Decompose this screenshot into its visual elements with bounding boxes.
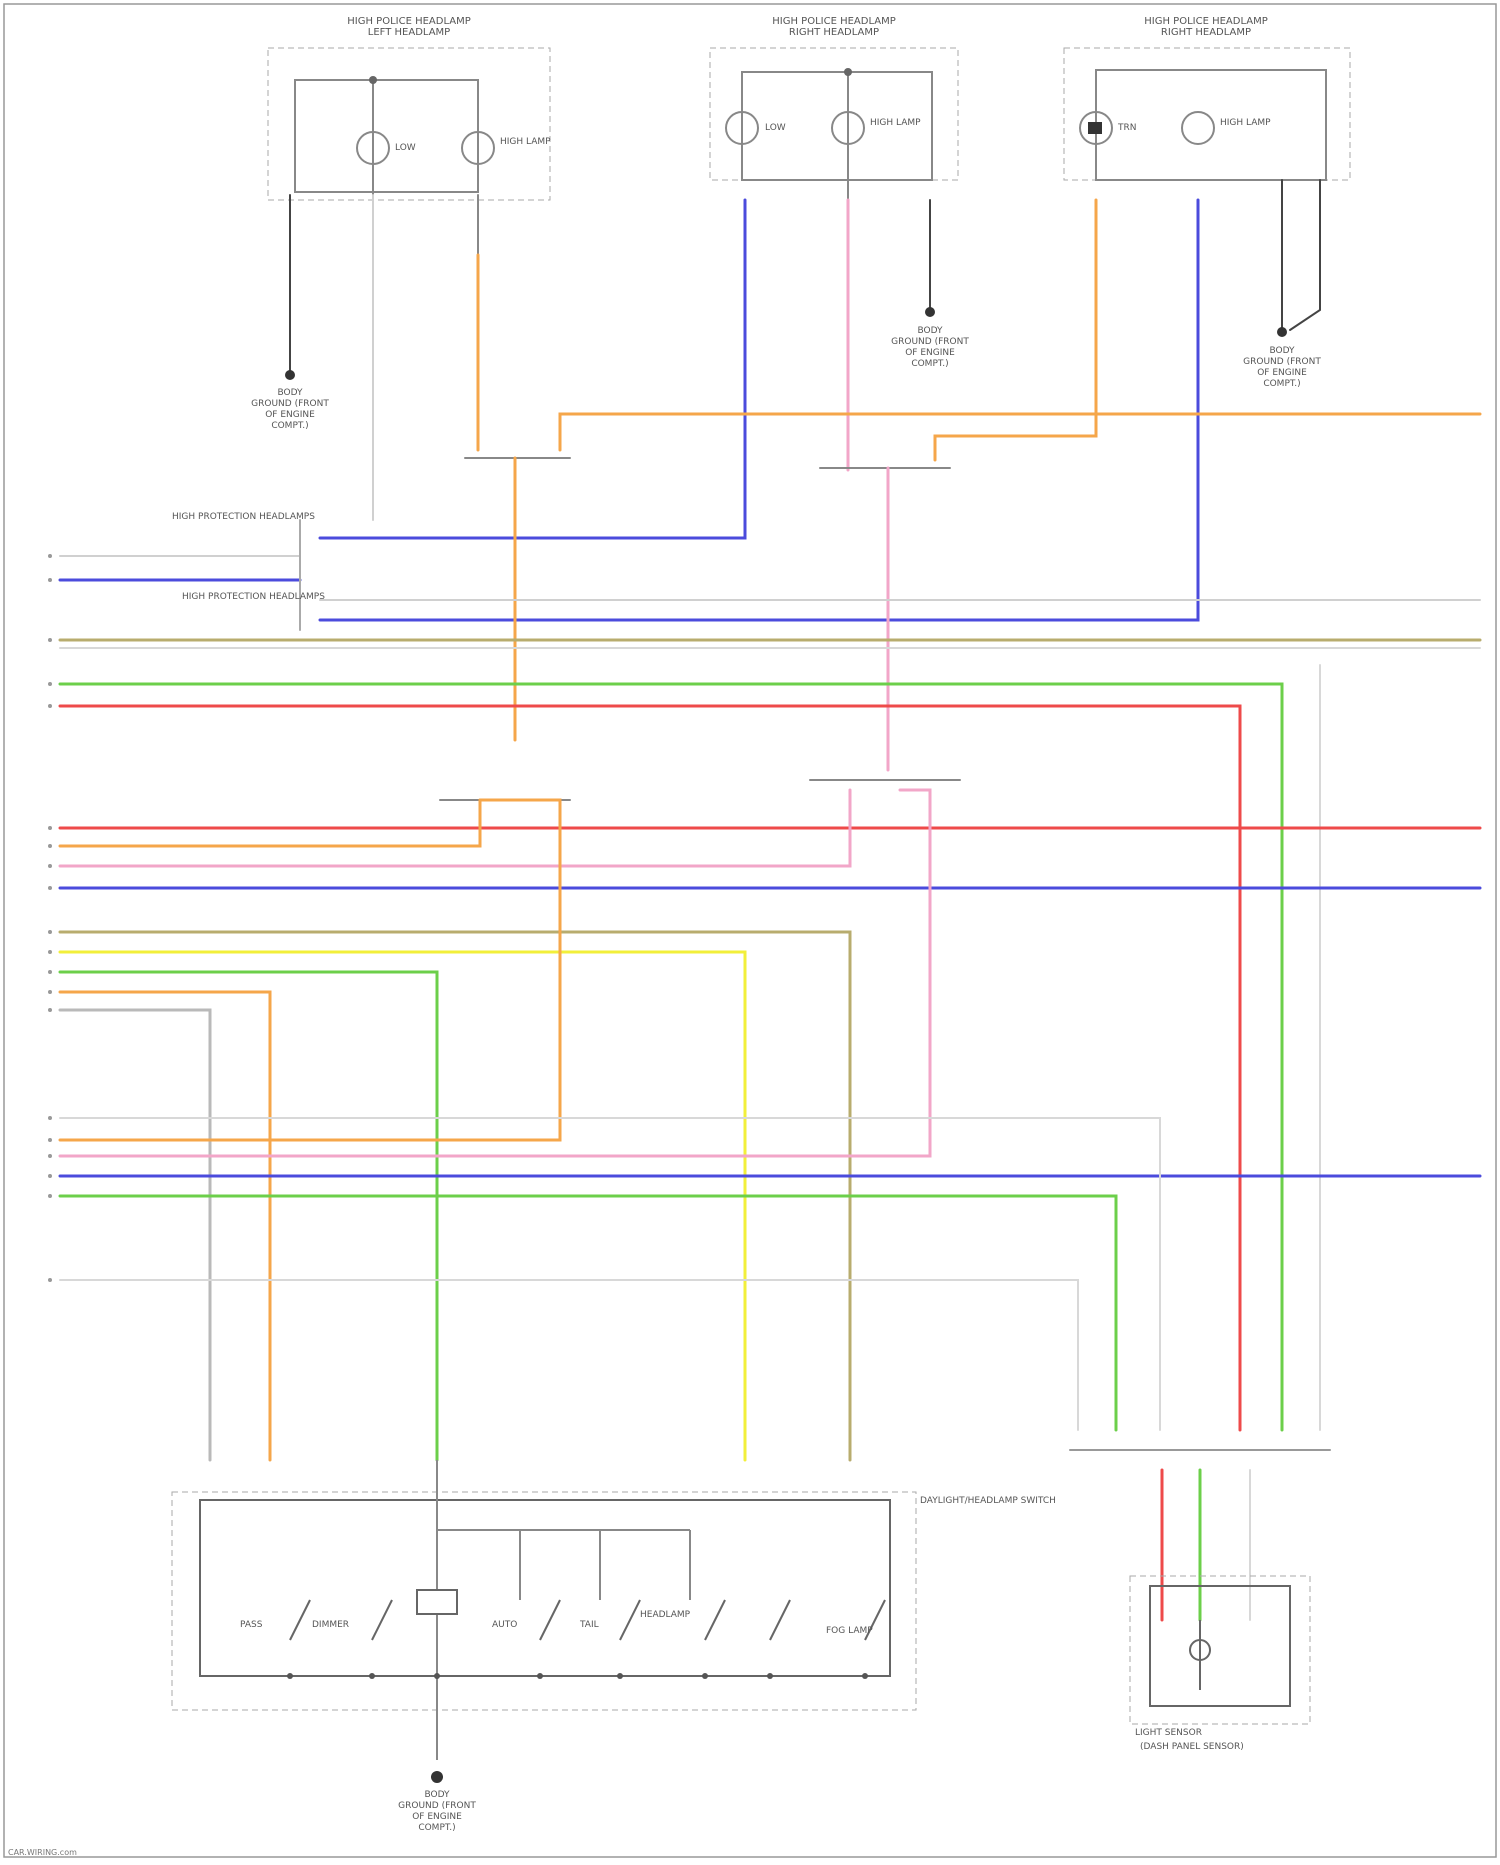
ground-text: OF ENGINE xyxy=(875,348,985,359)
ground-icon xyxy=(431,1771,443,1783)
ground-text: BODY xyxy=(382,1790,492,1801)
headlamp-left xyxy=(268,48,550,200)
headlamp-right xyxy=(1064,48,1350,180)
ground-text: OF ENGINE xyxy=(1227,368,1337,379)
ground-text: BODY xyxy=(235,388,345,399)
ground-text: GROUND (FRONT xyxy=(382,1801,492,1812)
bulb-label: HIGH LAMP xyxy=(870,118,921,128)
headlamp-left-title: HIGH POLICE HEADLAMP LEFT HEADLAMP xyxy=(269,16,549,38)
ground-text: BODY xyxy=(875,326,985,337)
title-line: HIGH POLICE HEADLAMP xyxy=(694,16,974,27)
switch-position-label: DIMMER xyxy=(312,1620,349,1630)
ground-text: COMPT.) xyxy=(875,359,985,370)
ground-label: BODY GROUND (FRONT OF ENGINE COMPT.) xyxy=(235,388,345,432)
ground-icon xyxy=(1277,327,1287,337)
headlamp-middle-box xyxy=(710,48,958,180)
ground-icon xyxy=(925,307,935,317)
sensor-title: LIGHT SENSOR xyxy=(1135,1728,1202,1738)
dual-headlamp-label-left: HIGH PROTECTION HEADLAMPS xyxy=(172,512,315,522)
ground-text: OF ENGINE xyxy=(235,410,345,421)
ground-text: COMPT.) xyxy=(382,1823,492,1834)
ground-icon xyxy=(285,370,295,380)
headlamp-left-box xyxy=(268,48,550,200)
ground-text: GROUND (FRONT xyxy=(1227,357,1337,368)
ground-symbols xyxy=(285,307,1287,1783)
ground-label: BODY GROUND (FRONT OF ENGINE COMPT.) xyxy=(382,1790,492,1834)
headlamp-switch xyxy=(172,1460,916,1760)
switch-position-label: TAIL xyxy=(580,1620,599,1630)
ground-text: GROUND (FRONT xyxy=(875,337,985,348)
switch-title: DAYLIGHT/HEADLAMP SWITCH xyxy=(920,1496,1056,1506)
switch-position-label: HEADLAMP xyxy=(640,1610,690,1620)
switch-position-label: AUTO xyxy=(492,1620,517,1630)
sensor-subtitle: (DASH PANEL SENSOR) xyxy=(1140,1742,1244,1752)
ground-label: BODY GROUND (FRONT OF ENGINE COMPT.) xyxy=(875,326,985,370)
light-sensor xyxy=(1130,1576,1310,1724)
ground-text: BODY xyxy=(1227,346,1337,357)
dual-headlamp-label-right: HIGH PROTECTION HEADLAMPS xyxy=(182,592,325,602)
footer-credit: CAR.WIRING.com xyxy=(8,1848,77,1857)
ground-text: COMPT.) xyxy=(1227,379,1337,390)
switch-position-label: PASS xyxy=(240,1620,262,1630)
switch-box xyxy=(172,1492,916,1710)
title-line: HIGH POLICE HEADLAMP xyxy=(269,16,549,27)
ground-text: GROUND (FRONT xyxy=(235,399,345,410)
bulb-label: LOW xyxy=(395,143,416,153)
title-line: RIGHT HEADLAMP xyxy=(1066,27,1346,38)
bulb-label: HIGH LAMP xyxy=(500,137,551,147)
headlamp-right-title: HIGH POLICE HEADLAMP RIGHT HEADLAMP xyxy=(1066,16,1346,38)
sensor-box xyxy=(1130,1576,1310,1724)
ground-text: COMPT.) xyxy=(235,421,345,432)
ground-text: OF ENGINE xyxy=(382,1812,492,1823)
ground-label: BODY GROUND (FRONT OF ENGINE COMPT.) xyxy=(1227,346,1337,390)
headlamp-middle-title: HIGH POLICE HEADLAMP RIGHT HEADLAMP xyxy=(694,16,974,38)
relay-icon xyxy=(417,1590,457,1614)
bulb-label: LOW xyxy=(765,123,786,133)
title-line: RIGHT HEADLAMP xyxy=(694,27,974,38)
bulb-label: TRN xyxy=(1118,123,1136,133)
title-line: HIGH POLICE HEADLAMP xyxy=(1066,16,1346,27)
high-bulb-icon xyxy=(1182,112,1214,144)
switch-position-label: FOG LAMP xyxy=(826,1626,873,1636)
bulb-label: HIGH LAMP xyxy=(1220,118,1271,128)
title-line: LEFT HEADLAMP xyxy=(269,27,549,38)
